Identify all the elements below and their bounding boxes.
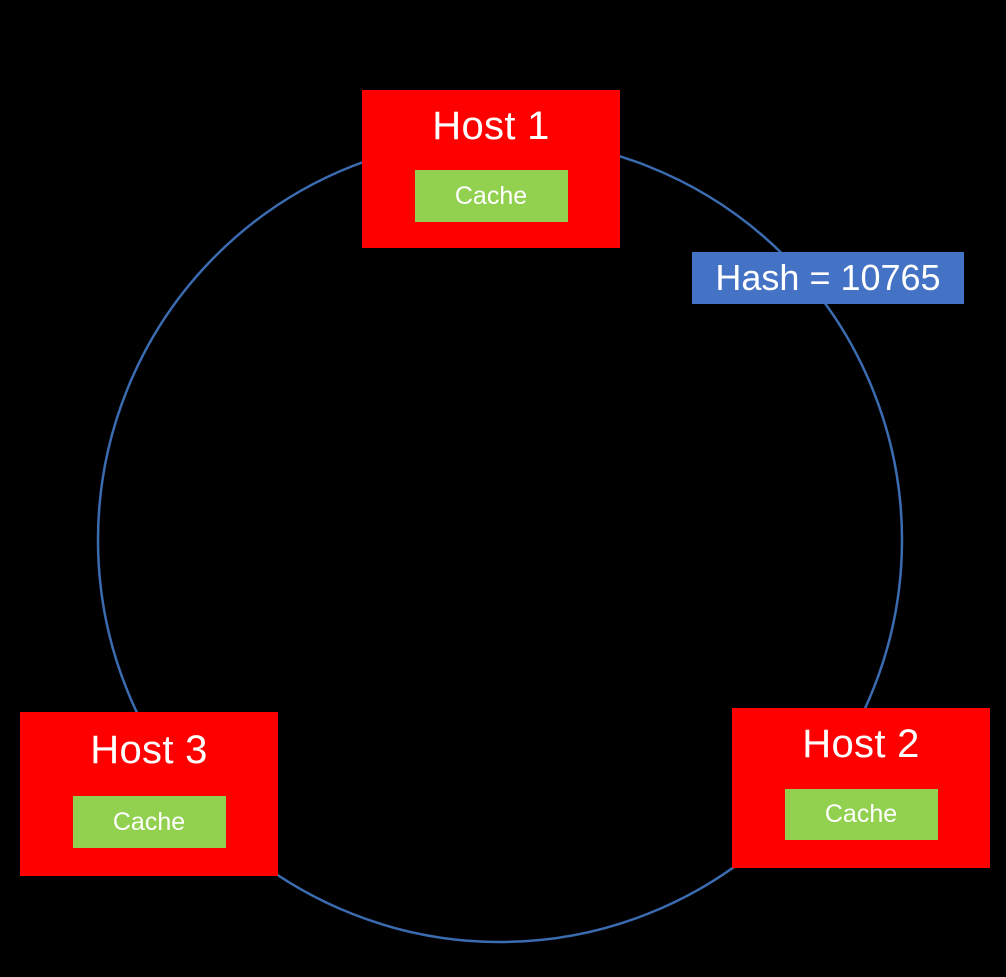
host-node-1-title: Host 1	[432, 104, 550, 148]
host-node-2-cache[interactable]: Cache	[784, 789, 938, 840]
host-node-3-title: Host 3	[90, 728, 208, 772]
hash-marker[interactable]: Hash = 10765	[692, 252, 964, 304]
host-node-2-title: Host 2	[802, 722, 920, 766]
host-node-1[interactable]: Host 1 Cache	[362, 90, 620, 248]
hash-marker-label: Hash = 10765	[715, 257, 941, 298]
host-node-2-cache-label: Cache	[824, 800, 898, 828]
host-node-2[interactable]: Host 2 Cache	[732, 708, 990, 868]
host-node-1-cache-label: Cache	[454, 181, 528, 210]
host-node-1-cache[interactable]: Cache	[414, 170, 568, 222]
host-node-3-cache-label: Cache	[112, 807, 186, 836]
host-node-3-cache[interactable]: Cache	[72, 796, 226, 848]
host-node-3[interactable]: Host 3 Cache	[20, 712, 278, 876]
